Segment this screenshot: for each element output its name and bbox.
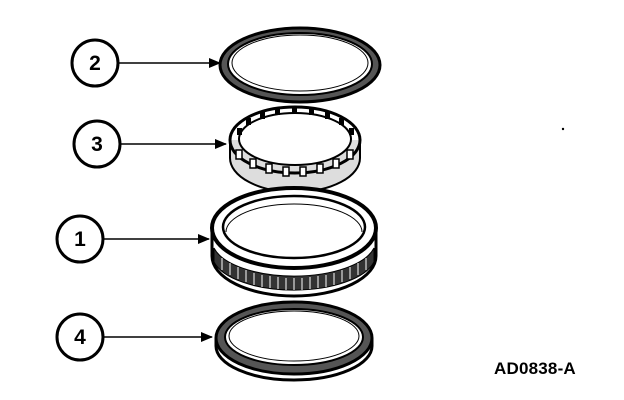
- callout-2: 2: [70, 38, 120, 88]
- callout-4: 4: [55, 312, 105, 362]
- callout-3: 3: [72, 119, 122, 169]
- seal-ring-upper: [218, 26, 382, 104]
- callout-1: 1: [55, 214, 105, 264]
- roller-clutch-cage: [228, 105, 362, 193]
- speck-mark: [561, 127, 565, 131]
- callout-4-label: 4: [74, 326, 86, 349]
- callout-3-label: 3: [91, 133, 103, 156]
- callout-1-label: 1: [74, 228, 86, 251]
- seal-ring-lower: [214, 300, 374, 382]
- outer-race-gear-ring: [210, 186, 378, 298]
- figure-code: AD0838-A: [494, 359, 576, 378]
- callout-2-label: 2: [89, 52, 101, 75]
